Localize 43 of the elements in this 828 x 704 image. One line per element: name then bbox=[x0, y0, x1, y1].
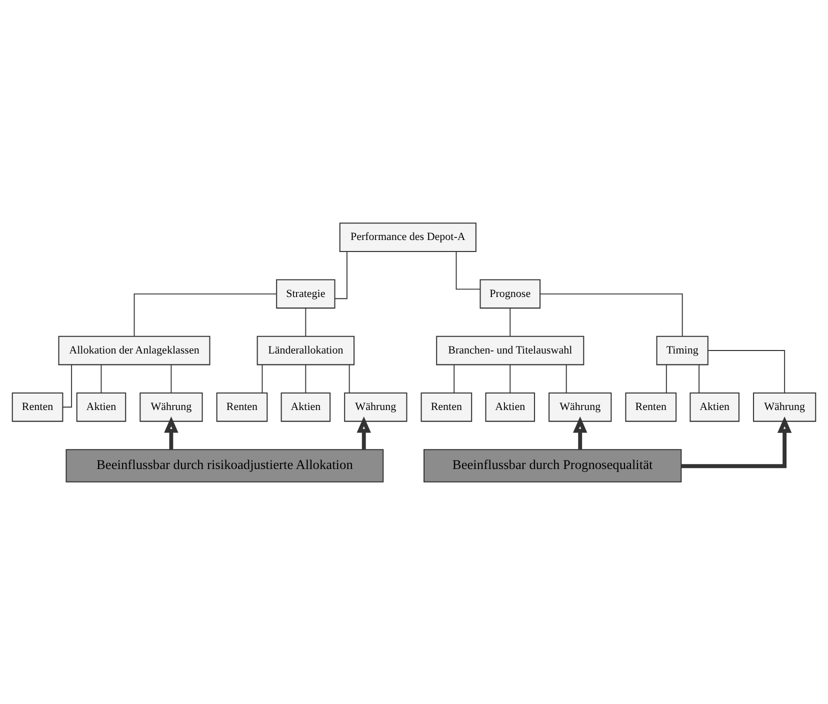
connector bbox=[305, 307, 306, 336]
node-box: Währung bbox=[753, 392, 816, 422]
node-box: Branchen- und Titelauswahl bbox=[436, 335, 584, 365]
connector bbox=[170, 364, 172, 393]
node-box: Allokation der Anlageklassen bbox=[58, 335, 210, 365]
node-box: Währung bbox=[344, 392, 408, 422]
connector bbox=[454, 364, 455, 393]
node-box: Timing bbox=[656, 335, 708, 365]
node-box: Beeinflussbar durch risikoadjustierte Allokation bbox=[66, 448, 384, 482]
connector bbox=[262, 364, 263, 393]
node-box: Beeinflussbar durch Prognosequalität bbox=[424, 448, 682, 482]
connector bbox=[566, 364, 567, 393]
node-box: Strategie bbox=[276, 278, 336, 308]
connector bbox=[540, 292, 683, 336]
connector bbox=[334, 250, 348, 299]
node-box: Renten bbox=[625, 392, 677, 422]
node-box: Renten bbox=[420, 392, 472, 422]
node-box: Aktien bbox=[485, 392, 536, 422]
connector bbox=[62, 364, 72, 408]
node-box: Prognose bbox=[480, 278, 541, 308]
node-box: Renten bbox=[216, 392, 268, 422]
connector bbox=[305, 364, 306, 393]
connector bbox=[100, 364, 102, 393]
node-box: Währung bbox=[548, 392, 612, 422]
connector bbox=[510, 307, 511, 336]
node-box: Renten bbox=[12, 392, 64, 422]
connector bbox=[666, 364, 667, 393]
node-box: Länderallokation bbox=[256, 335, 355, 365]
connector bbox=[348, 364, 350, 393]
arrow bbox=[356, 416, 371, 449]
connector bbox=[134, 292, 277, 336]
node-box: Aktien bbox=[690, 392, 740, 422]
connector bbox=[456, 250, 481, 290]
node-box: Aktien bbox=[76, 392, 126, 422]
arrow bbox=[164, 416, 178, 449]
node-box: Währung bbox=[140, 392, 203, 422]
connector bbox=[510, 364, 511, 393]
connector bbox=[708, 350, 786, 393]
node-box: Aktien bbox=[280, 392, 331, 422]
arrow bbox=[681, 416, 792, 468]
arrow bbox=[572, 416, 588, 449]
node-box: Performance des Depot-A bbox=[339, 222, 476, 252]
connector bbox=[698, 364, 700, 393]
